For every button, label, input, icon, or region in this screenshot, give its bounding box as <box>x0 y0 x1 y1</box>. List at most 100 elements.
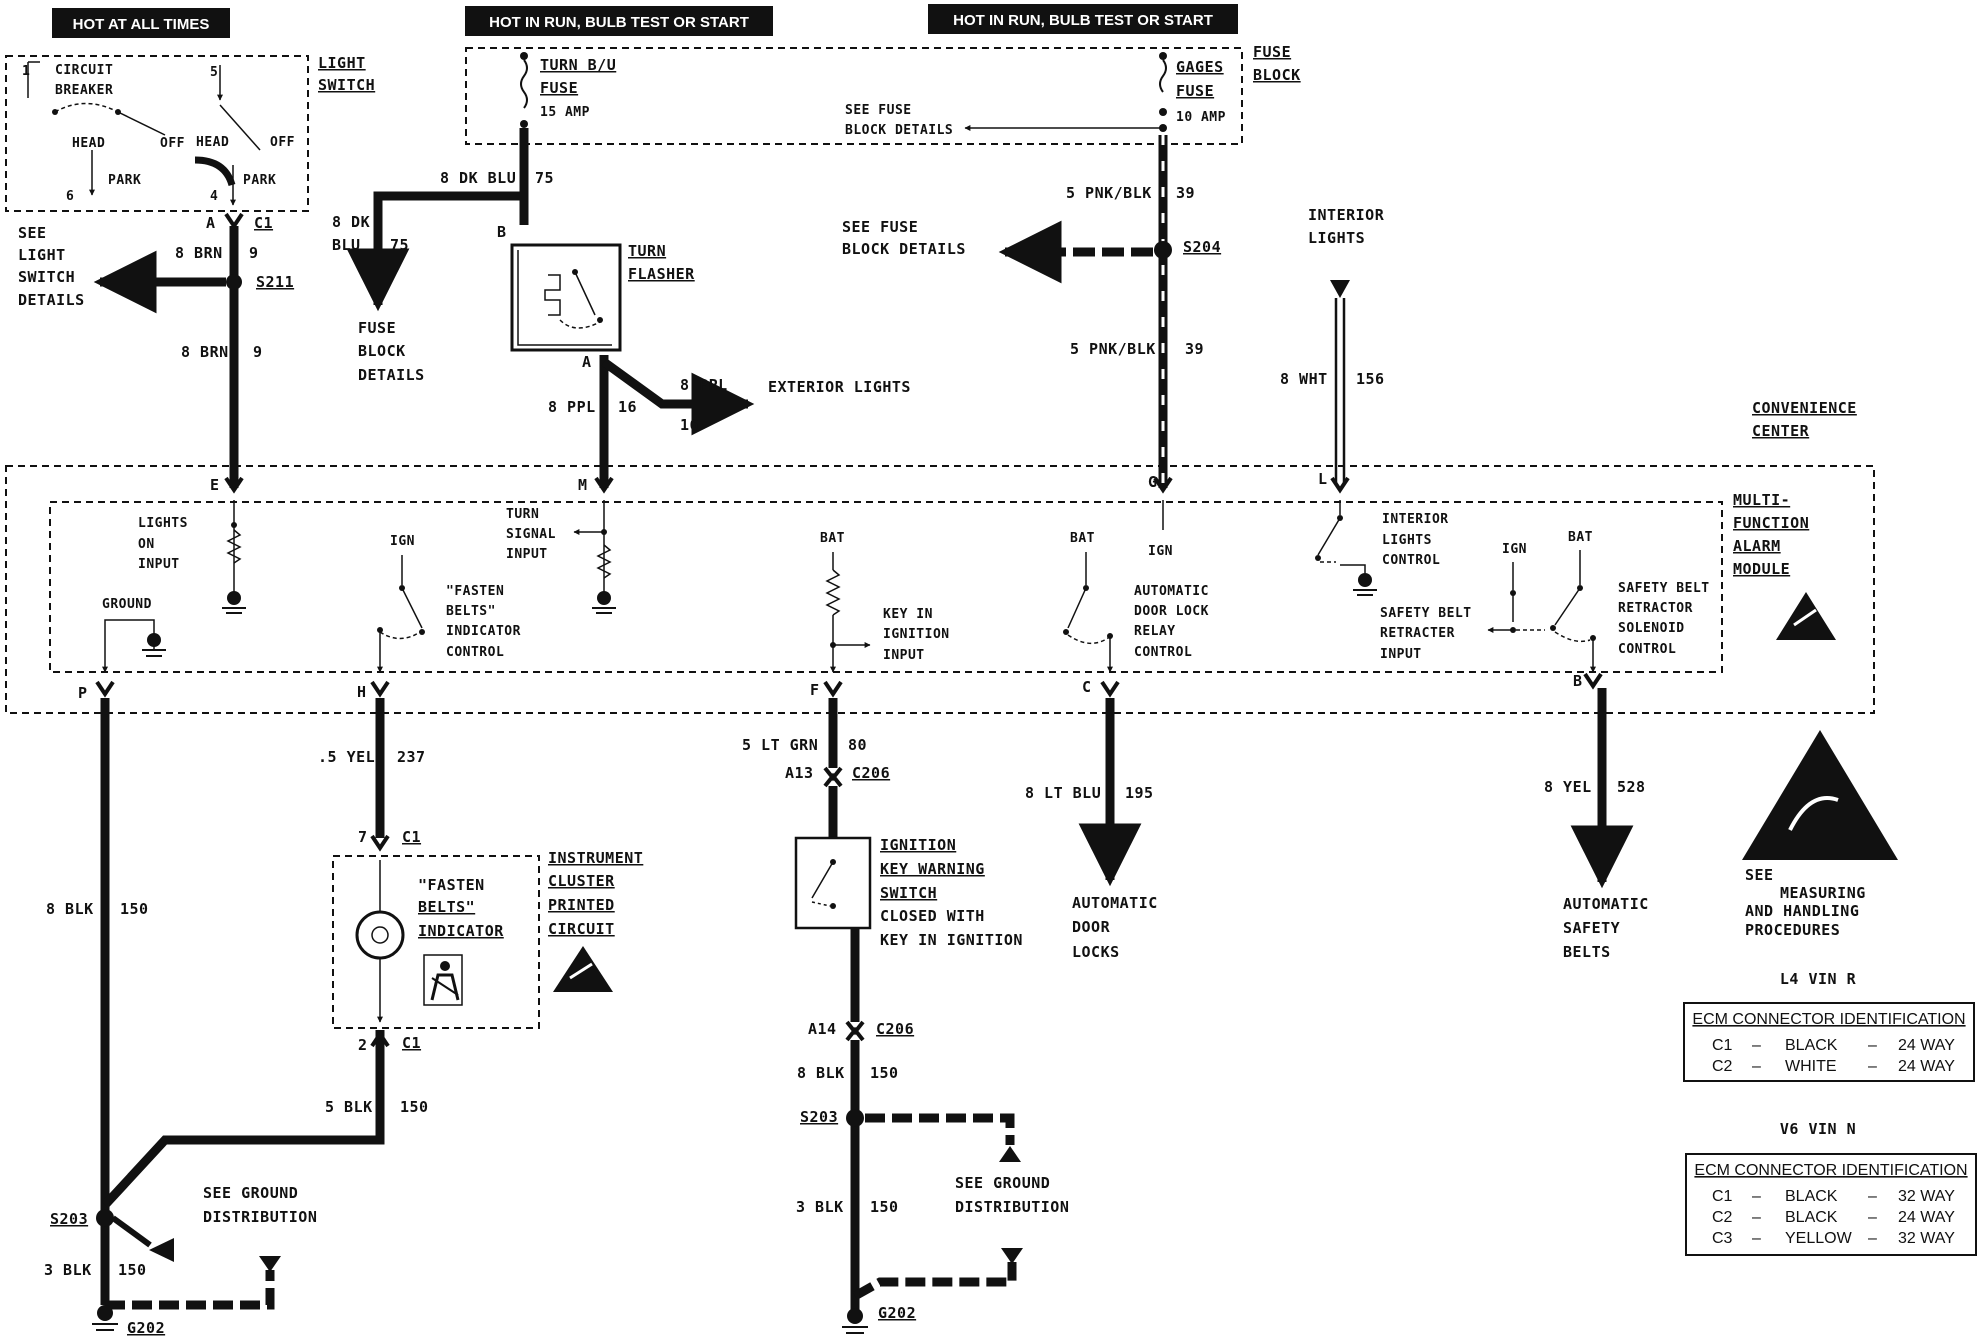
wire-dk-blu: 8 DK BLU 75 8 DK BLU 75 FUSE BLOCK DETAI… <box>332 128 554 384</box>
flasher-label-1: TURN <box>628 242 666 260</box>
ltblu-label: 8 LT BLU <box>1025 784 1101 802</box>
ecm-l4-row-0-way: 24 WAY <box>1898 1037 1955 1054</box>
light-switch-off-2: OFF <box>270 135 295 150</box>
lights-on-2: ON <box>138 537 155 552</box>
ecm-table-l4: L4 VIN R ECM CONNECTOR IDENTIFICATION C1… <box>1683 970 1975 1082</box>
esd-see-2: MEASURING <box>1780 884 1866 902</box>
wire-lt-blu: 8 LT BLU 195 AUTOMATIC DOOR LOCKS <box>1025 698 1157 961</box>
dkblu2-num: 75 <box>390 236 409 254</box>
conn-a-label: A <box>206 214 216 232</box>
asb-1: AUTOMATIC <box>1563 895 1649 913</box>
light-switch-pin-5: 5 <box>210 65 218 80</box>
wht-label: 8 WHT <box>1280 370 1328 388</box>
svg-text:–: – <box>1752 1058 1761 1075</box>
blk-left-label: 8 BLK <box>46 900 94 918</box>
light-switch-pin-1: 1 <box>22 64 30 79</box>
svg-text:–: – <box>1868 1037 1877 1054</box>
blk-left-num: 150 <box>120 900 149 918</box>
light-switch-circuit-2: BREAKER <box>55 83 113 98</box>
light-switch-circuit-1: CIRCUIT <box>55 63 113 78</box>
fuse-block-title-1: FUSE <box>1253 43 1291 61</box>
ikw-1: IGNITION <box>880 836 956 854</box>
ecm-l4-title: L4 VIN R <box>1780 970 1857 988</box>
fuse-block: FUSE BLOCK TURN B/U FUSE 15 AMP GAGES FU… <box>465 43 1300 145</box>
key-in-3: INPUT <box>883 648 925 663</box>
module-title-1: MULTI- <box>1733 491 1790 509</box>
ecm-v6-row-1-way: 24 WAY <box>1898 1209 1955 1226</box>
door-lock-3: RELAY <box>1134 624 1176 639</box>
esd-see-4: PROCEDURES <box>1745 921 1840 939</box>
conv-title-1: CONVENIENCE <box>1752 399 1857 417</box>
yel-label: .5 YEL <box>318 748 375 766</box>
light-switch: LIGHT SWITCH 1 CIRCUIT BREAKER 5 HEAD OF… <box>5 54 375 212</box>
gages-fuse-3: 10 AMP <box>1176 110 1226 125</box>
flasher-label-2: FLASHER <box>628 265 695 283</box>
int-ctrl-2: LIGHTS <box>1382 533 1432 548</box>
blk8-mid-num: 150 <box>870 1064 899 1082</box>
int-ctrl-3: CONTROL <box>1382 553 1440 568</box>
seatbelt-icon <box>423 954 463 1006</box>
pin-b: B <box>1573 672 1583 690</box>
pnk-bot-num: 39 <box>1185 340 1204 358</box>
door-lock-1: AUTOMATIC <box>1134 584 1209 599</box>
door-lock-4: CONTROL <box>1134 645 1192 660</box>
wire-wht: INTERIOR LIGHTS 8 WHT 156 <box>1280 206 1384 485</box>
brn-top-num: 9 <box>249 244 259 262</box>
ikw-2: KEY WARNING <box>880 860 985 878</box>
s211-label: S211 <box>256 273 294 291</box>
bat-2: BAT <box>1070 531 1095 546</box>
brn-bot-num: 9 <box>253 343 263 361</box>
ign-3: IGN <box>1502 542 1527 557</box>
ic-label-1: INSTRUMENT <box>548 849 643 867</box>
c1-top-label: C1 <box>402 828 421 846</box>
esd-icon-large <box>1742 730 1898 860</box>
conn-c1-label: C1 <box>254 214 273 232</box>
wire-brn: A C1 8 BRN 9 S211 8 BRN 9 <box>93 212 294 488</box>
s203-mid: S203 <box>800 1108 838 1126</box>
ltblu-num: 195 <box>1125 784 1154 802</box>
module-title-3: ALARM <box>1733 537 1781 555</box>
ecm-l4-row: C1 – BLACK – 24 WAY <box>1712 1037 1955 1054</box>
wire-blk-left: 8 BLK 150 S203 SEE GROUND DISTRIBUTION 3… <box>44 698 385 1337</box>
turn-a-label: A <box>582 353 592 371</box>
sbr-2: RETRACTER <box>1380 626 1455 641</box>
pin-m: M <box>578 476 588 494</box>
svg-text:–: – <box>1868 1230 1877 1247</box>
ppl-right-num: 16 <box>680 416 699 434</box>
gages-fuse-2: FUSE <box>1176 82 1214 100</box>
esd-icon-cluster <box>553 946 613 992</box>
wire-yel-528: 8 YEL 528 AUTOMATIC SAFETY BELTS <box>1544 688 1649 961</box>
c1-pin-7: 7 <box>358 828 368 846</box>
grn-label: 5 LT GRN <box>742 736 818 754</box>
instrument-cluster: "FASTEN BELTS" INDICATOR INSTRUMENT CLUS… <box>325 849 643 1116</box>
fuse-see-1: SEE FUSE <box>845 103 912 118</box>
turn-fuse-3: 15 AMP <box>540 105 590 120</box>
svg-text:–: – <box>1868 1058 1877 1075</box>
ecm-v6-header: ECM CONNECTOR IDENTIFICATION <box>1694 1162 1967 1179</box>
header-hot-run-2: HOT IN RUN, BULB TEST OR START <box>928 4 1238 34</box>
c206-1-label: C206 <box>852 764 890 782</box>
fb-label-1: "FASTEN <box>418 876 485 894</box>
ecm-table-v6: V6 VIN N ECM CONNECTOR IDENTIFICATION C1… <box>1685 1120 1977 1256</box>
key-in-1: KEY IN <box>883 607 933 622</box>
pin-e: E <box>210 476 220 494</box>
header-hot-run-2-text: HOT IN RUN, BULB TEST OR START <box>953 12 1213 29</box>
a14-label: A14 <box>808 1020 837 1038</box>
ecm-l4-row-1-id: C2 <box>1712 1058 1733 1075</box>
lights-on-1: LIGHTS <box>138 516 188 531</box>
svg-text:–: – <box>1752 1188 1761 1205</box>
pin-l: L <box>1318 470 1328 488</box>
fasten-1: "FASTEN <box>446 584 504 599</box>
blk3-left-label: 3 BLK <box>44 1261 92 1279</box>
a13-label: A13 <box>785 764 814 782</box>
light-switch-head-2: HEAD <box>196 135 229 150</box>
sbr-1: SAFETY BELT <box>1380 606 1472 621</box>
dkblu-num: 75 <box>535 169 554 187</box>
svg-text:–: – <box>1752 1037 1761 1054</box>
brn-bot-label: 8 BRN <box>181 343 229 361</box>
door-lock-2: DOOR LOCK <box>1134 604 1209 619</box>
wire-yel: .5 YEL 237 7 C1 <box>318 698 425 852</box>
esd-icon-small <box>1776 592 1836 640</box>
dkblu-label: 8 DK BLU <box>440 169 516 187</box>
